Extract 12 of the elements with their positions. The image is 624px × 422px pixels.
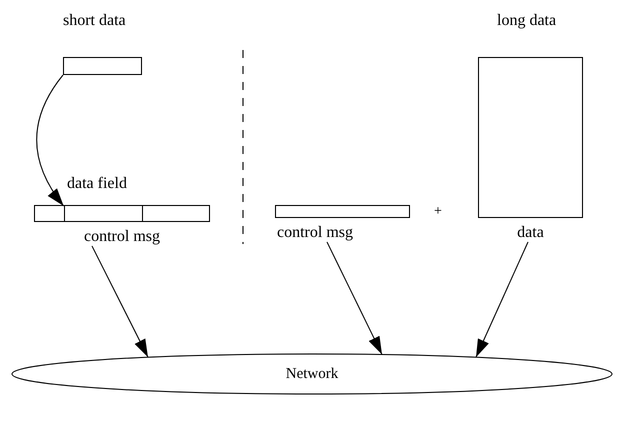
node-caption: control msg bbox=[277, 224, 353, 242]
column-heading: short data bbox=[63, 12, 126, 30]
plus-sign: + bbox=[434, 203, 442, 221]
node-label: Network bbox=[286, 366, 338, 382]
arrow bbox=[326, 242, 382, 356]
arrow bbox=[476, 242, 528, 358]
column-heading: long data bbox=[497, 12, 556, 30]
node-caption: data bbox=[517, 224, 544, 242]
arrow bbox=[92, 246, 148, 358]
field-caption: data field bbox=[67, 175, 127, 193]
node-caption: control msg bbox=[84, 228, 160, 246]
arrow bbox=[36, 74, 64, 206]
